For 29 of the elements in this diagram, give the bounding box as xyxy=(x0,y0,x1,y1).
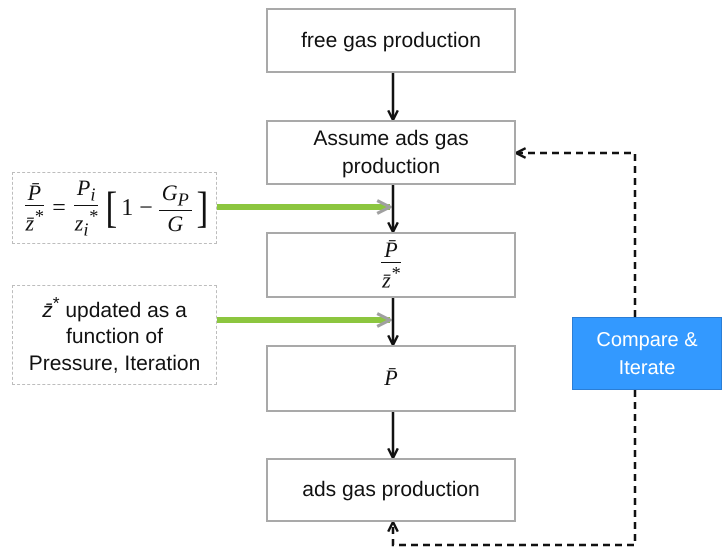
math-operator: 1 − xyxy=(121,194,153,223)
process-box xyxy=(266,458,516,522)
node-label: Compare & Iterate xyxy=(595,328,699,380)
node-label: Assume ads gas production xyxy=(312,126,470,180)
node-label: free gas production xyxy=(301,28,481,54)
arrow xyxy=(387,412,399,460)
note-box xyxy=(12,285,217,385)
fraction: G$_{P}$ G xyxy=(158,180,192,236)
bracket: [ xyxy=(105,186,117,230)
input-arrow xyxy=(217,312,392,328)
arrow xyxy=(387,73,399,122)
fraction: P̄ z̄$^{*}$ xyxy=(24,180,46,236)
feedback-arrow xyxy=(387,390,636,546)
input-arrow xyxy=(217,199,392,215)
fraction: P̄ z̄$^{*}$ xyxy=(380,237,402,293)
arrow xyxy=(387,298,399,346)
arrow xyxy=(387,185,399,234)
process-box xyxy=(266,345,516,412)
bracket: ] xyxy=(196,186,208,230)
process-box xyxy=(266,8,516,73)
compare-box xyxy=(572,317,722,390)
node-label: z̄$^{*}$ updated as a function of Pressure, Iteration xyxy=(28,293,202,377)
feedback-arrow xyxy=(514,147,636,317)
node-label: ads gas production xyxy=(302,477,480,504)
process-box xyxy=(266,120,516,185)
formula-note-box xyxy=(12,172,217,244)
variable: P̄ xyxy=(384,364,398,392)
math-operator: = xyxy=(52,194,66,223)
process-box xyxy=(266,232,516,298)
